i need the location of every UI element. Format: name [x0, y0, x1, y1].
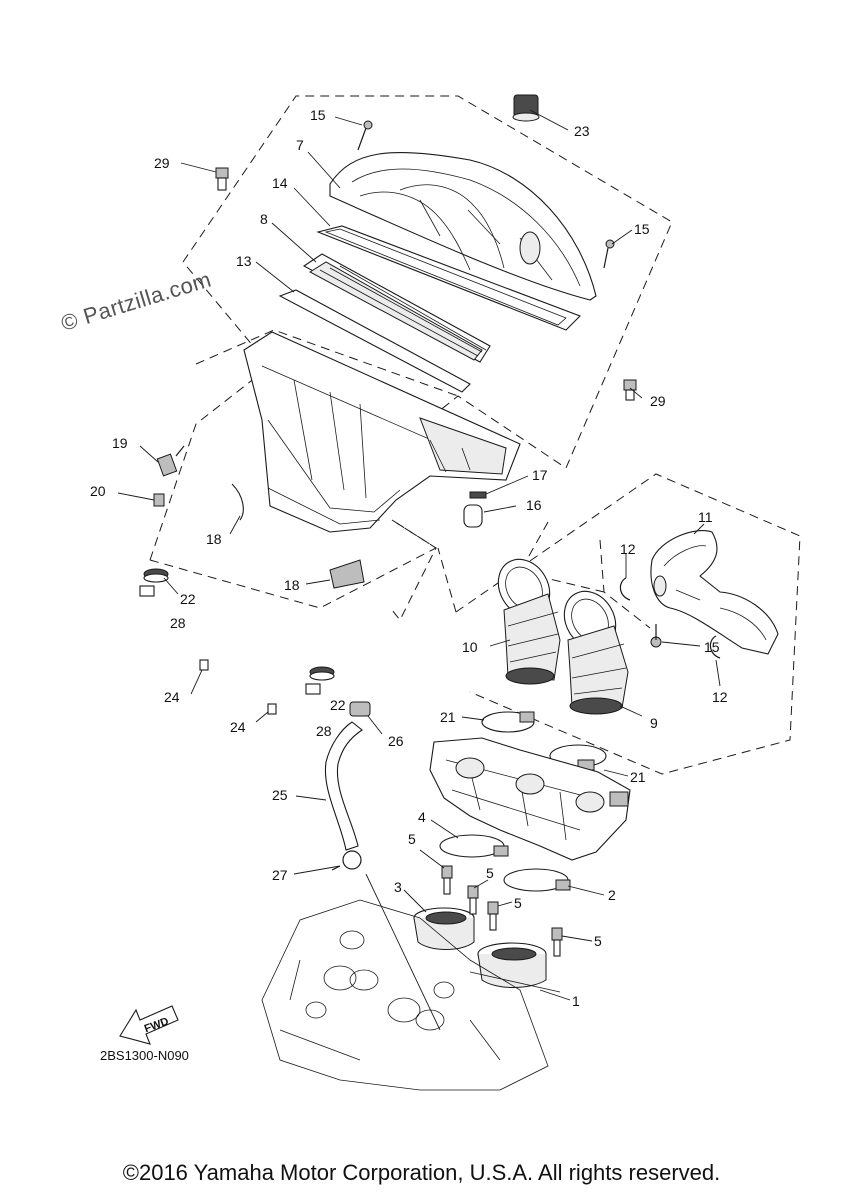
callout-28: 28: [316, 723, 332, 739]
clip-12b: [709, 635, 721, 659]
callout-24: 24: [164, 689, 180, 705]
callout-26: 26: [388, 733, 404, 749]
clip-26: [349, 701, 371, 717]
collar-28b: [305, 683, 321, 695]
plug-24b: [267, 703, 277, 715]
callout-15: 15: [310, 107, 326, 123]
callout-24: 24: [230, 719, 246, 735]
bolt-15-right: [603, 239, 615, 269]
bolt-29-right: [623, 379, 637, 401]
leader-lines: [117, 109, 721, 1031]
bolts-5: [441, 865, 563, 957]
gasket-13: [278, 289, 471, 393]
cap-16: [463, 504, 483, 528]
callout-4: 4: [418, 809, 426, 825]
callout-18: 18: [284, 577, 300, 593]
callout-9: 9: [650, 715, 658, 731]
strip-18a: [231, 483, 244, 521]
grommet-22a: [143, 568, 169, 583]
callout-8: 8: [260, 211, 268, 227]
plug-23: [512, 94, 540, 122]
clip-12a: [619, 577, 631, 601]
copyright-notice: ©2016 Yamaha Motor Corporation, U.S.A. A…: [122, 1160, 721, 1185]
intake-joint-1: [469, 942, 561, 993]
callout-20: 20: [90, 483, 106, 499]
hose-25: [324, 721, 363, 851]
callout-1: 1: [572, 993, 580, 1009]
figure-code: 2BS1300-N090: [100, 1048, 189, 1063]
callout-29: 29: [154, 155, 170, 171]
callout-22: 22: [330, 697, 346, 713]
sensor-19: [156, 445, 185, 477]
clip-17: [469, 491, 487, 499]
callout-11: 11: [698, 509, 713, 525]
callout-14: 14: [272, 175, 288, 191]
pad-18b: [329, 559, 365, 589]
airbox-cover: [329, 151, 597, 301]
gasket-14: [316, 225, 581, 331]
screw-20: [153, 493, 165, 507]
callout-5: 5: [514, 895, 522, 911]
callout-7: 7: [296, 137, 304, 153]
callout-19: 19: [112, 435, 128, 451]
callout-23: 23: [574, 123, 590, 139]
callout-27: 27: [272, 867, 288, 883]
fwd-arrow: FWD: [119, 1005, 179, 1045]
cylinder-head: [261, 899, 549, 1091]
bolt-15-top: [357, 120, 373, 151]
collar-28a: [139, 585, 155, 597]
callout-13: 13: [236, 253, 252, 269]
callout-5: 5: [408, 831, 416, 847]
callout-15: 15: [634, 221, 650, 237]
callout-25: 25: [272, 787, 288, 803]
callout-3: 3: [394, 879, 402, 895]
callout-5: 5: [594, 933, 602, 949]
airbox-lower: [243, 331, 521, 533]
plug-24a: [199, 659, 209, 671]
callout-15: 15: [704, 639, 720, 655]
callout-21: 21: [630, 769, 646, 785]
callout-28: 28: [170, 615, 186, 631]
callout-21: 21: [440, 709, 456, 725]
callout-12: 12: [712, 689, 728, 705]
callout-2: 2: [608, 887, 616, 903]
callout-12: 12: [620, 541, 636, 557]
callout-18: 18: [206, 531, 222, 547]
clamp-21-upper: [481, 711, 535, 733]
intake-funnel-10: [497, 558, 561, 685]
throttle-body: [429, 737, 631, 861]
bolt-15-lower: [650, 624, 662, 648]
intake-funnel-9: [563, 590, 629, 715]
air-duct: [650, 530, 779, 655]
grommet-22b: [309, 666, 335, 681]
clip-27: [331, 850, 362, 871]
callout-10: 10: [462, 639, 478, 655]
callout-labels: 15 23 29 7 14 15 8 13 29 19 17 20 16 18 …: [90, 107, 728, 1009]
callout-16: 16: [526, 497, 542, 513]
callout-5: 5: [486, 865, 494, 881]
callout-22: 22: [180, 591, 196, 607]
air-filter: [302, 253, 491, 363]
callout-29: 29: [650, 393, 666, 409]
callout-17: 17: [532, 467, 548, 483]
intake-joint-3: [413, 907, 475, 950]
bolt-29-left: [215, 167, 229, 191]
